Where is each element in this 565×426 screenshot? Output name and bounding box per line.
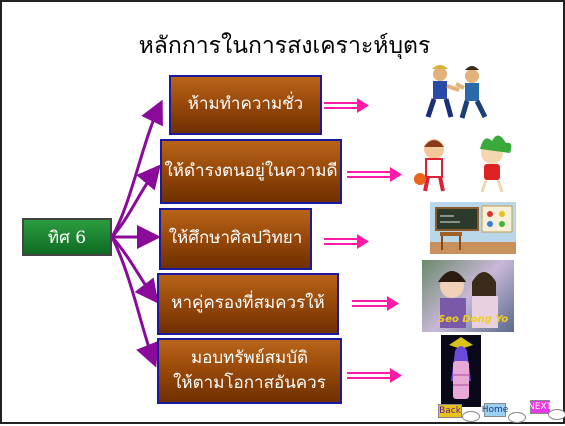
couple-photo-image: Seo Dong Yo: [422, 260, 514, 332]
branch-arrow-1: [110, 99, 163, 238]
slide-title: หลักการในการสงเคราะห์บุตร: [138, 33, 431, 59]
item-box-2: ให้ดำรงตนอยู่ในความดี: [160, 139, 342, 204]
center-node: ทิศ 6: [22, 218, 112, 256]
figure-image: [441, 335, 481, 407]
home-cloud-icon: [508, 412, 526, 423]
item-box-3: ให้ศึกษาศิลปวิทยา: [159, 208, 312, 270]
fighting-figures-image: [425, 65, 488, 119]
home-button[interactable]: Home: [481, 403, 509, 417]
couple-photo-caption: Seo Dong Yo: [438, 314, 509, 325]
back-button[interactable]: Back: [438, 404, 462, 418]
item-box-5-line1: มอบทรัพย์สมบัติ: [190, 347, 309, 368]
children-cartoon-image: [414, 135, 512, 193]
item-box-4: หาคู่ครองที่สมควรให้: [157, 273, 339, 335]
back-cloud-icon: [462, 411, 480, 422]
classroom-image: [430, 202, 516, 254]
branch-arrow-5: [110, 236, 159, 368]
item-box-5: มอบทรัพย์สมบัติ ให้ตามโอกาสอันควร: [157, 338, 342, 404]
branch-arrow-4: [110, 235, 159, 304]
branch-arrow-2: [110, 164, 161, 239]
item-box-5-line2: ให้ตามโอกาสอันควร: [173, 373, 326, 393]
next-cloud-icon: [548, 409, 565, 420]
next-button[interactable]: NEXT: [528, 400, 552, 414]
item-box-1: ห้ามทำความชั่ว: [169, 75, 322, 135]
couple-photo-figures: [438, 271, 498, 328]
